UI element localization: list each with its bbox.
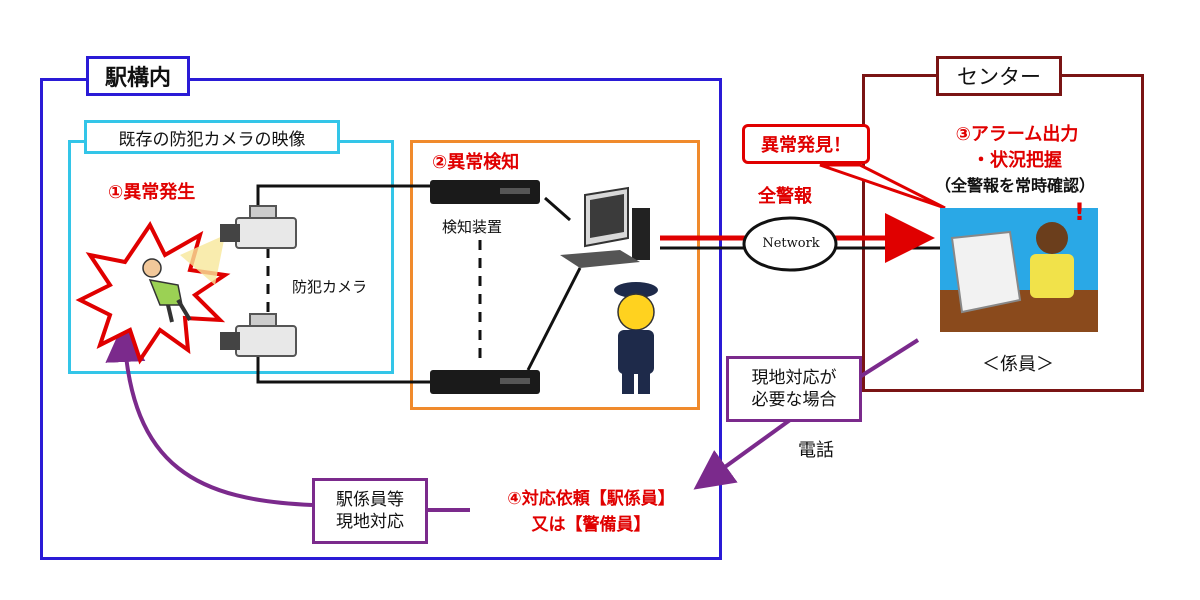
- local-staff-box: 駅係員等 現地対応: [312, 478, 428, 544]
- all-alert-label: 全警報: [758, 186, 812, 207]
- center-title-box: センター: [936, 56, 1062, 96]
- local-to-event-arrow: [105, 322, 313, 507]
- field-note-line2: 必要な場合: [751, 390, 837, 410]
- phone-label: 電話: [798, 440, 834, 461]
- phone-arrow: [693, 418, 792, 490]
- event-label: ①異常発生: [108, 182, 196, 203]
- camera-top-icon: [220, 205, 297, 249]
- network-ellipse: [742, 216, 838, 272]
- pc-icon: [560, 186, 650, 268]
- detection-frame: [410, 140, 700, 410]
- person-legs: [166, 298, 192, 323]
- center-title: センター: [957, 65, 1041, 89]
- camera-beam: [180, 235, 225, 285]
- local-staff-line2: 現地対応: [336, 512, 404, 532]
- exclamation-mark: !: [1074, 198, 1085, 226]
- field-note-box: 現地対応が 必要な場合: [726, 356, 862, 422]
- station-frame: [40, 78, 722, 560]
- request-line1: ④対応依頼【駅係員】: [507, 489, 675, 509]
- anomaly-bubble-text: 異常発見！: [761, 135, 851, 156]
- alarm-line2: ・状況把握: [972, 150, 1062, 171]
- anomaly-bubble-tail: [819, 163, 946, 210]
- local-staff-line1: 駅係員等: [336, 489, 404, 510]
- detection-title: ②異常検知: [432, 152, 520, 173]
- camera-bottom-cable: [256, 352, 430, 384]
- staff-label: ＜係員＞: [982, 354, 1054, 375]
- request-line2: 又は【警備員】: [531, 515, 651, 535]
- camera-top-cable: [256, 184, 430, 210]
- anomaly-bubble: 異常発見！: [742, 124, 870, 164]
- field-note-line1: 現地対応が: [751, 367, 837, 388]
- detector-top-icon: [430, 180, 540, 204]
- device-label: 検知装置: [442, 218, 503, 236]
- center-to-note-line: [856, 338, 920, 380]
- station-staff-icon: [614, 282, 658, 394]
- operator-picture: !: [940, 198, 1098, 332]
- alarm-line1: ③アラーム出力: [955, 124, 1079, 145]
- detector-pc-link-bottom: [526, 267, 582, 371]
- station-title-box: 駅構内: [86, 56, 190, 96]
- camera-area-title: 既存の防犯カメラの映像: [118, 129, 306, 150]
- camera-label: 防犯カメラ: [292, 278, 368, 296]
- detector-bottom-icon: [430, 370, 540, 394]
- network-label: Network: [762, 236, 820, 251]
- station-title: 駅構内: [104, 66, 171, 91]
- camera-area-title-box: 既存の防犯カメラの映像: [84, 120, 340, 154]
- alarm-line3: （全警報を常時確認）: [934, 176, 1095, 195]
- person-head: [142, 258, 162, 278]
- detector-pc-link-top: [544, 196, 571, 222]
- camera-bottom-icon: [220, 313, 297, 357]
